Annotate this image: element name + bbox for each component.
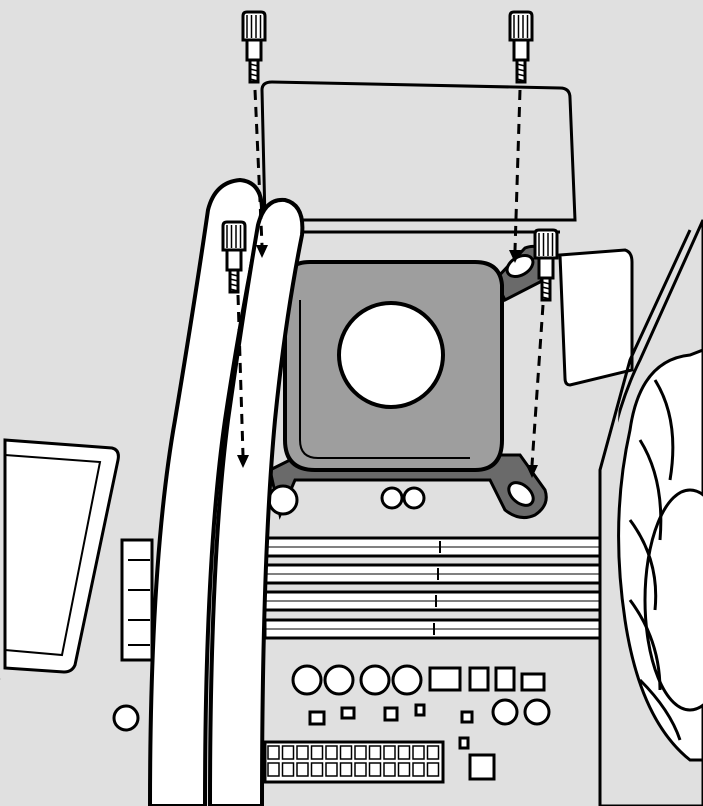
pump-cap bbox=[339, 303, 443, 407]
mounting-plate bbox=[262, 82, 575, 220]
water-block bbox=[285, 262, 502, 470]
